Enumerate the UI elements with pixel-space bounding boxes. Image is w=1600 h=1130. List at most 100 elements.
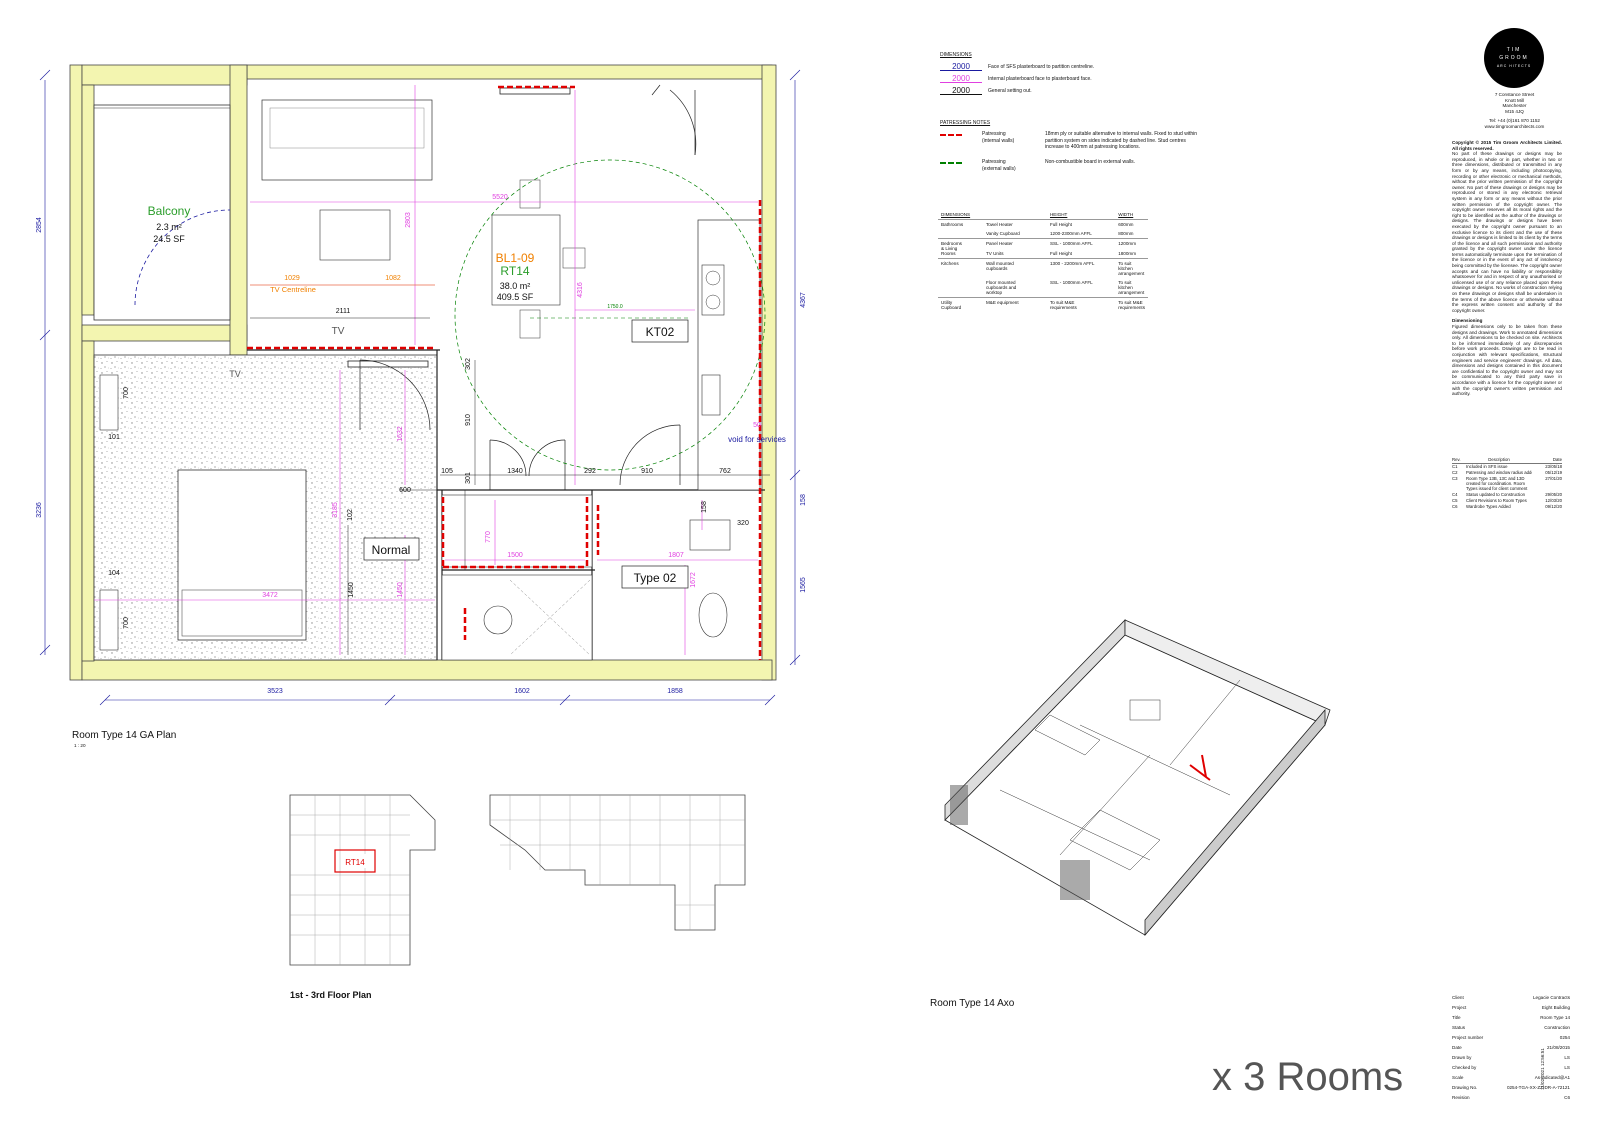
dim-table-cell: To suit M&E requirements	[1046, 297, 1116, 312]
dim-1500: 1500	[507, 552, 523, 559]
dim-table-cell: Towel Heater	[982, 219, 1047, 229]
dim-table-cell: Full Height	[1046, 219, 1116, 229]
dim-table-header: DIMENSIONS	[941, 212, 971, 217]
dim-302: 302	[465, 358, 472, 370]
legend-patress-row: Patressing (external walls) Non-combusti…	[940, 159, 1200, 172]
dim-table-cell: 1200mm	[1115, 238, 1148, 249]
legend-dimensions-title: DIMENSIONS	[940, 52, 972, 58]
dim-1632: 1632	[397, 426, 404, 442]
legend-dim-text: General setting out.	[988, 88, 1032, 95]
dining-table	[491, 214, 561, 306]
address-line: Manchester	[1502, 103, 1527, 109]
dim-table-room: Bedrooms & Living Rooms	[938, 238, 983, 259]
dim-101: 101	[108, 434, 120, 441]
dim-4316: 4316	[577, 282, 584, 298]
dimensioning-body: Figured dimensions only to be taken from…	[1452, 324, 1562, 397]
dim-table-cell: To suit M&E requirements	[1115, 297, 1148, 312]
rev-header: Rev.	[1452, 457, 1461, 462]
copyright-notice: Copyright © 2015 Tim Groom Architects Li…	[1452, 140, 1562, 397]
legend-dim-value: 2000	[940, 87, 982, 96]
plan-scale: 1 : 20	[74, 743, 86, 748]
unit-type: RT14	[500, 264, 529, 278]
kitchen-worktop	[697, 219, 761, 491]
dim-3236: 3236	[36, 502, 43, 518]
dim-301: 301	[465, 472, 472, 484]
address-line: www.timgroomarchitects.com	[1484, 123, 1545, 129]
rooms-count: x 3 Rooms	[1212, 1055, 1404, 1099]
dim-table-cell: 1800mm	[1118, 250, 1137, 256]
rev-cell: C1	[1452, 464, 1458, 469]
legend-dim-value: 2000	[940, 75, 982, 84]
external-walls	[69, 64, 777, 681]
dim-3523: 3523	[267, 688, 283, 695]
legend-dim-text: Face of SFS plasterboard to partition ce…	[988, 64, 1095, 71]
copyright-body: No part of these drawings or designs may…	[1452, 151, 1562, 313]
dim-table-cell: Panel Heater	[982, 238, 1047, 249]
floor-plan-title: 1st - 3rd Floor Plan	[290, 990, 372, 1000]
dim-table-cell: 1200-2300mm AFFL	[1049, 231, 1092, 236]
legend-patressing-title: PATRESSING NOTES	[940, 119, 991, 126]
rev-cell: 05/12/19	[1545, 470, 1562, 475]
dim-table-header: HEIGHT	[1049, 212, 1068, 217]
dim-1340: 1340	[507, 468, 523, 475]
dim-table-cell: 800mm	[1118, 231, 1134, 236]
dim-2854: 2854	[36, 217, 43, 233]
dim-table-header: WIDTH	[1118, 212, 1134, 217]
dim-table-cell: Full Height	[1049, 250, 1072, 256]
rev-cell: 12/03/20	[1545, 498, 1562, 503]
axo-view	[944, 619, 1331, 937]
rev-cell: C2	[1452, 470, 1458, 475]
patress-name: Patressing (external walls)	[982, 158, 1016, 172]
patressing-lines	[247, 85, 762, 660]
dim-600: 600	[399, 487, 411, 494]
patress-text: 18mm ply or suitable alternative to inte…	[1045, 131, 1198, 151]
dim-320: 320	[737, 520, 749, 527]
ga-plan: Balcony 2.3 m² 24.5 SF BL1-09 RT14 38.0 …	[36, 64, 807, 706]
dim-table-cell: Wall mounted cupboards	[982, 258, 1047, 278]
dim-1450-black: 1450	[348, 582, 355, 598]
dim-910-horiz: 910	[641, 468, 653, 475]
dim-2111: 2111	[336, 308, 351, 315]
address-line: 7 Constance Street	[1494, 92, 1535, 97]
rev-cell: Included in SFS issue	[1466, 464, 1508, 469]
address-line: Knott Mill	[1505, 97, 1524, 103]
title-block-row: Drawing No.0254-TGA-XX-ZZ-DR-A-72121	[1452, 1084, 1570, 1090]
dim-3472: 3472	[262, 592, 278, 599]
rev-cell: 23/05/18	[1545, 464, 1562, 469]
balcony-area-sf: 24.5 SF	[153, 234, 185, 244]
dim-table-cell: SSL - 1000mm AFFL	[1049, 280, 1093, 285]
patress-green-swatch	[940, 161, 962, 164]
legend-dim-row: 2000 Internal plasterboard face to plast…	[940, 74, 1200, 86]
dim-1082: 1082	[385, 275, 401, 282]
dim-table-cell: Vanity Cupboard	[985, 231, 1020, 236]
unit-code: BL1-09	[496, 251, 535, 265]
rev-cell: Patressing and window radius added	[1466, 470, 1532, 475]
logo-line: TIM	[1506, 47, 1522, 53]
patress-text: Non-combustible board in external walls.	[1045, 158, 1136, 165]
dim-table-room: Kitchens	[938, 258, 983, 298]
dim-3185: 3185	[332, 502, 339, 518]
dim-table-room: Utility Cupboard	[938, 297, 983, 312]
logo-line: ARC HITECTS	[1496, 64, 1532, 68]
rev-cell: Room Type 13B, 13C and 13D created for c…	[1466, 476, 1528, 491]
rev-header: Description	[1488, 457, 1510, 462]
tv-label-bed: TV	[229, 369, 241, 379]
dim-158-inner: 158	[701, 501, 708, 513]
rev-cell: C6	[1452, 504, 1458, 509]
dim-table-cell: To suit kitchen arrangement	[1118, 280, 1145, 295]
dim-1602: 1602	[514, 688, 530, 695]
unit-area-sf: 409.5 SF	[497, 292, 534, 302]
practice-logo: TIM GROOM ARC HITECTS	[1484, 28, 1544, 88]
dim-1807: 1807	[668, 552, 684, 559]
patress-red-swatch	[940, 134, 962, 137]
dim-292: 292	[584, 468, 596, 475]
dim-158-outer: 158	[800, 494, 807, 506]
rev-cell: Wardrobe Types Added	[1466, 504, 1511, 509]
